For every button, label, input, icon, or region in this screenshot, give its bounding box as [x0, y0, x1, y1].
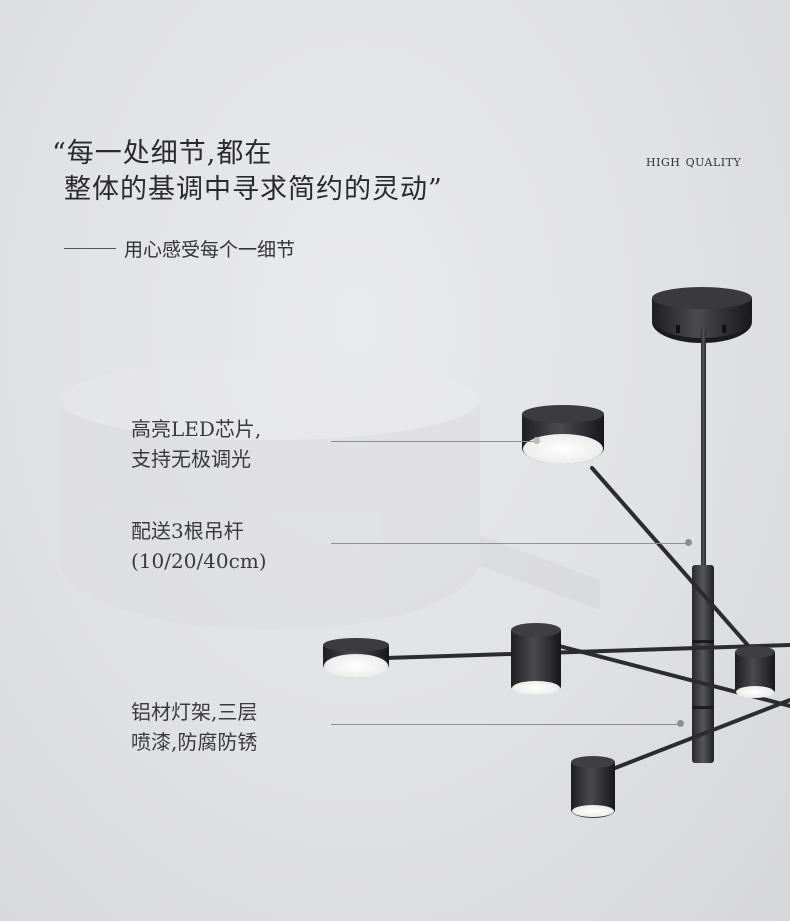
brand-tagline: high quality [646, 152, 742, 170]
lamp-head-top [522, 405, 604, 464]
feature-aluminum-frame: 铝材灯架,三层 喷漆,防腐防锈 [131, 697, 257, 757]
feature-frame-line-1: 铝材灯架,三层 [131, 700, 258, 724]
down-rod [701, 330, 706, 570]
leader-line-rods [331, 543, 686, 544]
subline-text: 用心感受每个一细节 [124, 239, 296, 261]
feature-led-chip: 高亮LED芯片, 支持无极调光 [131, 414, 261, 474]
leader-line-led [331, 441, 536, 442]
lamp-head-left [323, 638, 389, 678]
leader-dot-rods [685, 539, 692, 546]
ceiling-canopy [652, 287, 752, 343]
leader-dot-frame [677, 720, 684, 727]
feature-rods-line-1: 配送3根吊杆 [131, 519, 244, 543]
faded-lamp-head-background [60, 360, 600, 630]
lamp-head-right [735, 646, 775, 698]
subline-dash [64, 248, 116, 249]
feature-suspension-rods: 配送3根吊杆 (10/20/40cm) [131, 516, 267, 576]
feature-rods-line-2: (10/20/40cm) [131, 549, 267, 573]
leader-line-frame [331, 724, 679, 725]
feature-frame-line-2: 喷漆,防腐防锈 [131, 730, 258, 754]
headline: “每一处细节,都在 整体的基调中寻求简约的灵动” [52, 136, 443, 208]
feature-led-line-2: 支持无极调光 [131, 447, 251, 471]
central-hub [692, 565, 714, 763]
headline-line-1: “每一处细节,都在 [52, 138, 273, 169]
leader-dot-led [533, 437, 540, 444]
lamp-head-center [511, 623, 561, 695]
feature-led-line-1: 高亮LED芯片, [131, 417, 262, 441]
headline-line-2: 整体的基调中寻求简约的灵动” [64, 174, 443, 205]
subline: 用心感受每个一细节 [64, 235, 295, 262]
lamp-head-bottom [571, 756, 615, 818]
